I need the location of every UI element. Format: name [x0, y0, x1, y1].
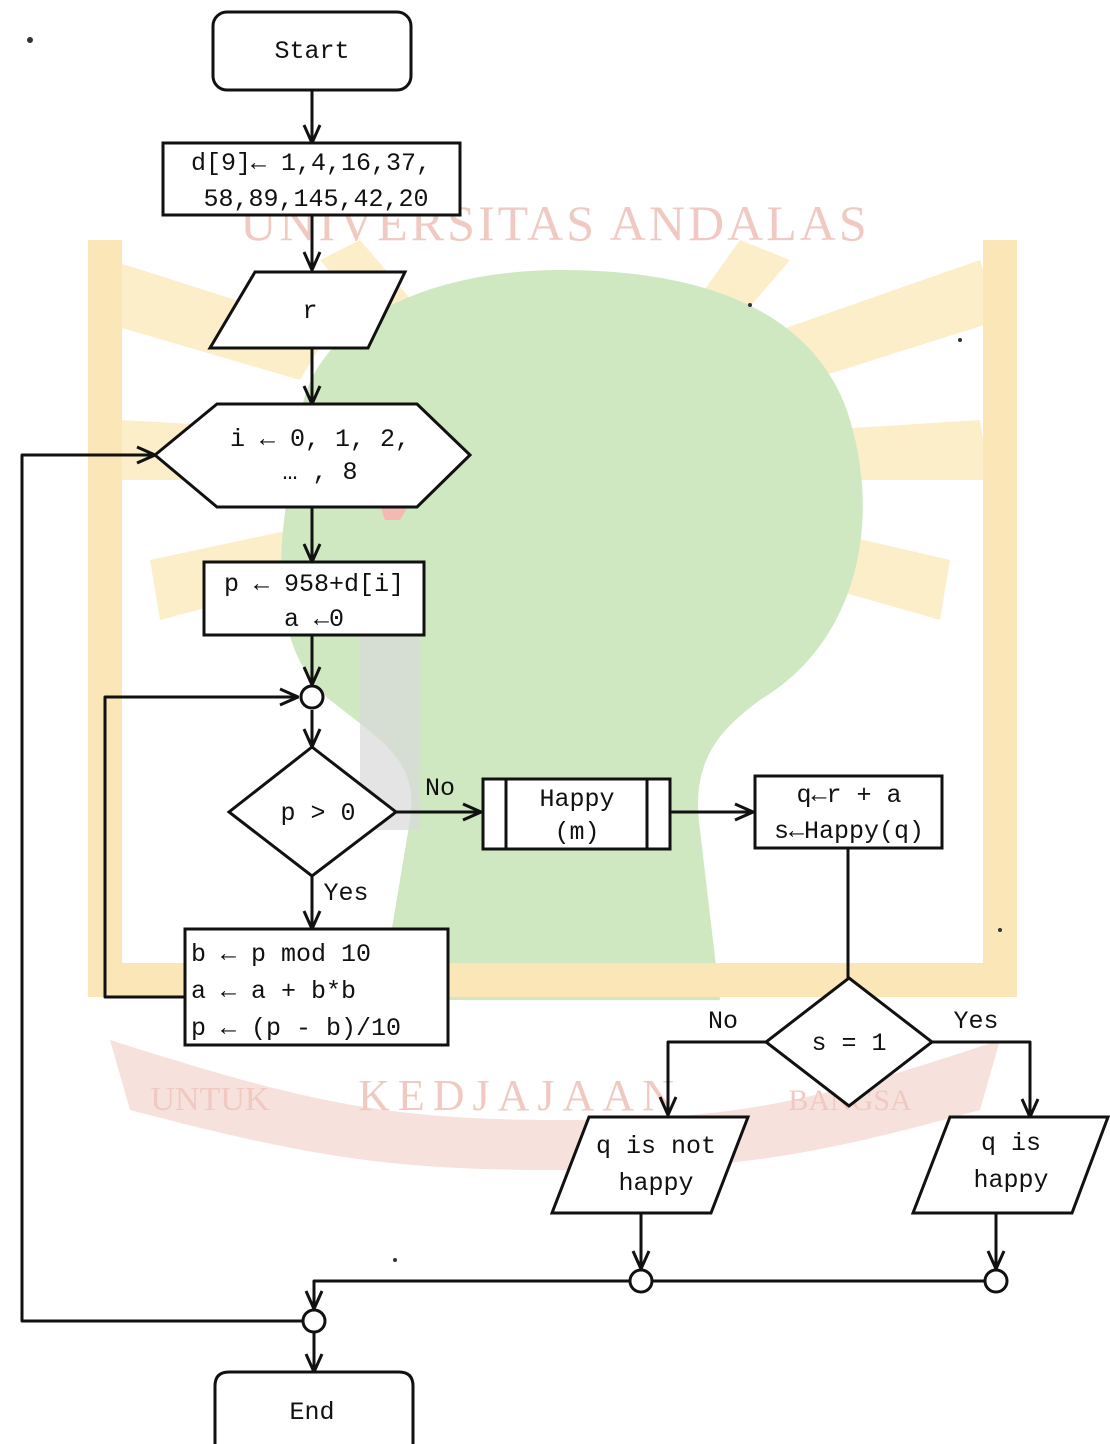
input-r-label: r	[302, 297, 317, 326]
condition-p-yes-label: Yes	[323, 879, 368, 908]
loop-label-line1: i ← 0, 1, 2,	[230, 425, 410, 454]
junction-not-happy	[630, 1270, 652, 1292]
scan-speck	[393, 1258, 397, 1262]
edge-merge-left	[314, 1281, 630, 1309]
scan-speck	[748, 303, 752, 307]
junction-happy	[985, 1270, 1007, 1292]
edge-s-no	[668, 1042, 766, 1115]
init-label-line2: 58,89,145,42,20	[203, 185, 428, 214]
scan-speck	[958, 338, 962, 342]
end-label: End	[289, 1398, 334, 1427]
junction-merge	[303, 1310, 325, 1332]
loop-hexagon	[155, 404, 470, 507]
condition-p-no-label: No	[425, 774, 455, 803]
q-assign-label-line1: q←r + a	[796, 781, 901, 810]
q-assign-label-line2: s←Happy(q)	[774, 817, 924, 846]
condition-p-label: p > 0	[280, 799, 355, 828]
body-label-line1: b ← p mod 10	[191, 940, 371, 969]
assign-label-line2: a ←0	[284, 605, 344, 634]
condition-s-no-label: No	[708, 1007, 738, 1036]
not-happy-label-line2: happy	[618, 1169, 693, 1198]
init-label-line1: d[9]← 1,4,16,37,	[191, 149, 431, 178]
scan-speck	[27, 37, 33, 43]
loop-junction	[301, 686, 323, 708]
assign-label-line1: p ← 958+d[i]	[224, 570, 404, 599]
start-label: Start	[274, 37, 349, 66]
subroutine-label-line1: Happy	[539, 785, 614, 814]
loop-label-line2: … , 8	[282, 458, 357, 487]
body-label-line2: a ← a + b*b	[191, 977, 356, 1006]
condition-s-label: s = 1	[811, 1029, 886, 1058]
happy-label-line2: happy	[973, 1166, 1048, 1195]
watermark-bottom-left: UNTUK	[151, 1081, 270, 1118]
scan-speck	[998, 928, 1002, 932]
not-happy-label-line1: q is not	[596, 1132, 716, 1161]
body-label-line3: p ← (p - b)/10	[191, 1014, 401, 1043]
watermark-bottom-middle: KEDJAJAAN	[358, 1071, 682, 1120]
subroutine-label-line2: (m)	[554, 818, 599, 847]
condition-s-yes-label: Yes	[953, 1007, 998, 1036]
happy-label-line1: q is	[981, 1129, 1041, 1158]
